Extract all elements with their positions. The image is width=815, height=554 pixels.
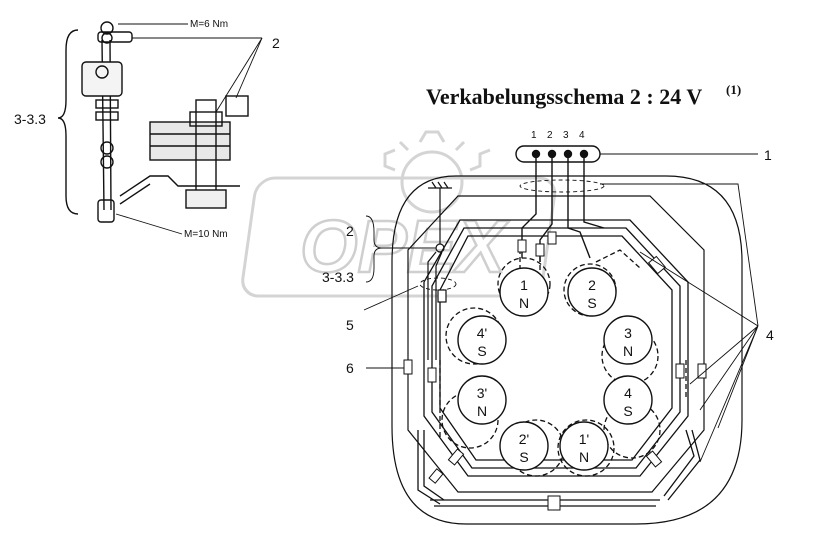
terminal-label-2: 2 [547, 130, 553, 141]
callout-2-main: 2 [346, 223, 354, 239]
pole-3-number: 3 [624, 325, 632, 341]
terminal-label-4: 4 [579, 130, 585, 141]
callout-2-inset: 2 [272, 35, 280, 51]
pole-3: 3 N [603, 315, 653, 365]
callout-5: 5 [346, 317, 354, 333]
title-superscript: (1) [726, 82, 741, 97]
torque-label-top: M=6 Nm [190, 19, 228, 30]
pole-4-prime-number: 4' [477, 325, 487, 341]
pole-3-prime-number: 3' [477, 385, 487, 401]
callout-3-3.3-inset: 3-3.3 [14, 111, 46, 127]
cable-clips [403, 255, 707, 511]
cable-harness [417, 219, 701, 507]
pole-3-polarity: N [623, 343, 633, 359]
pole-4-prime-polarity: S [477, 343, 486, 359]
pole-2-prime-number: 2' [519, 431, 529, 447]
terminal-label-1: 1 [531, 130, 537, 141]
watermark-text: OPEX [300, 205, 510, 288]
callout-1: 1 [764, 147, 772, 163]
pole-3-prime-polarity: N [477, 403, 487, 419]
pole-1-prime-polarity: N [579, 449, 589, 465]
pole-4-number: 4 [624, 385, 632, 401]
ground-symbol [419, 181, 457, 360]
pole-2-prime: 2' S [499, 421, 549, 471]
pole-4-polarity: S [623, 403, 632, 419]
watermark: OPEX [241, 130, 557, 298]
pole-2: 2 S [567, 267, 617, 317]
pole-4-prime: 4' S [457, 315, 507, 365]
pole-4: 4 S [603, 375, 653, 425]
pole-1-prime-number: 1' [579, 431, 589, 447]
pole-2-polarity: S [587, 295, 596, 311]
pole-1: 1 N [499, 267, 549, 317]
pole-2-number: 2 [588, 277, 596, 293]
pole-1-polarity: N [519, 295, 529, 311]
callout-4: 4 [766, 327, 774, 343]
callout-3-3.3-main: 3-3.3 [322, 269, 354, 285]
terminal-label-3: 3 [563, 130, 569, 141]
leader-lines [363, 153, 759, 463]
torque-label-bottom: M=10 Nm [184, 229, 228, 240]
diagram-title: Verkabelungsschema 2 : 24 V [426, 84, 702, 109]
pole-1-number: 1 [520, 277, 528, 293]
pole-2-prime-polarity: S [519, 449, 528, 465]
pole-3-prime: 3' N [457, 375, 507, 425]
callout-6: 6 [346, 360, 354, 376]
inset-brush-holder [57, 21, 263, 235]
pole-1-prime: 1' N [559, 421, 609, 471]
terminal-block [515, 145, 605, 262]
housing-outline [391, 175, 743, 525]
